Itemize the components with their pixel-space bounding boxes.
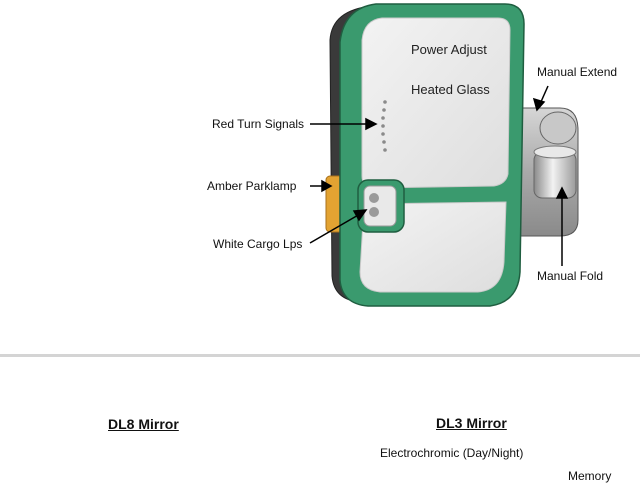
dl3-mirror-heading: DL3 Mirror [436,415,507,431]
manual-extend-label: Manual Extend [537,65,618,79]
memory-label: Memory [568,469,612,483]
dl8-mirror-heading: DL8 Mirror [108,416,179,432]
white-cargo-lps-label: White Cargo Lps [213,237,303,251]
electrochromic-label: Electrochromic (Day/Night) [380,446,524,460]
power-adjust-label: Power Adjust [411,42,487,57]
amber-parklamp-label: Amber Parklamp [207,179,297,193]
support-arm [504,107,579,237]
callout-arrows [309,85,569,266]
heated-glass-label: Heated Glass [411,82,490,97]
red-turn-signal-dots [381,100,387,152]
upper-glass [361,17,511,189]
section-divider [0,354,640,357]
white-cargo-lamps [357,179,405,233]
red-turn-signals-label: Red Turn Signals [212,117,305,131]
manual-fold-label: Manual Fold [537,269,604,283]
mirror-illustration [309,3,579,307]
